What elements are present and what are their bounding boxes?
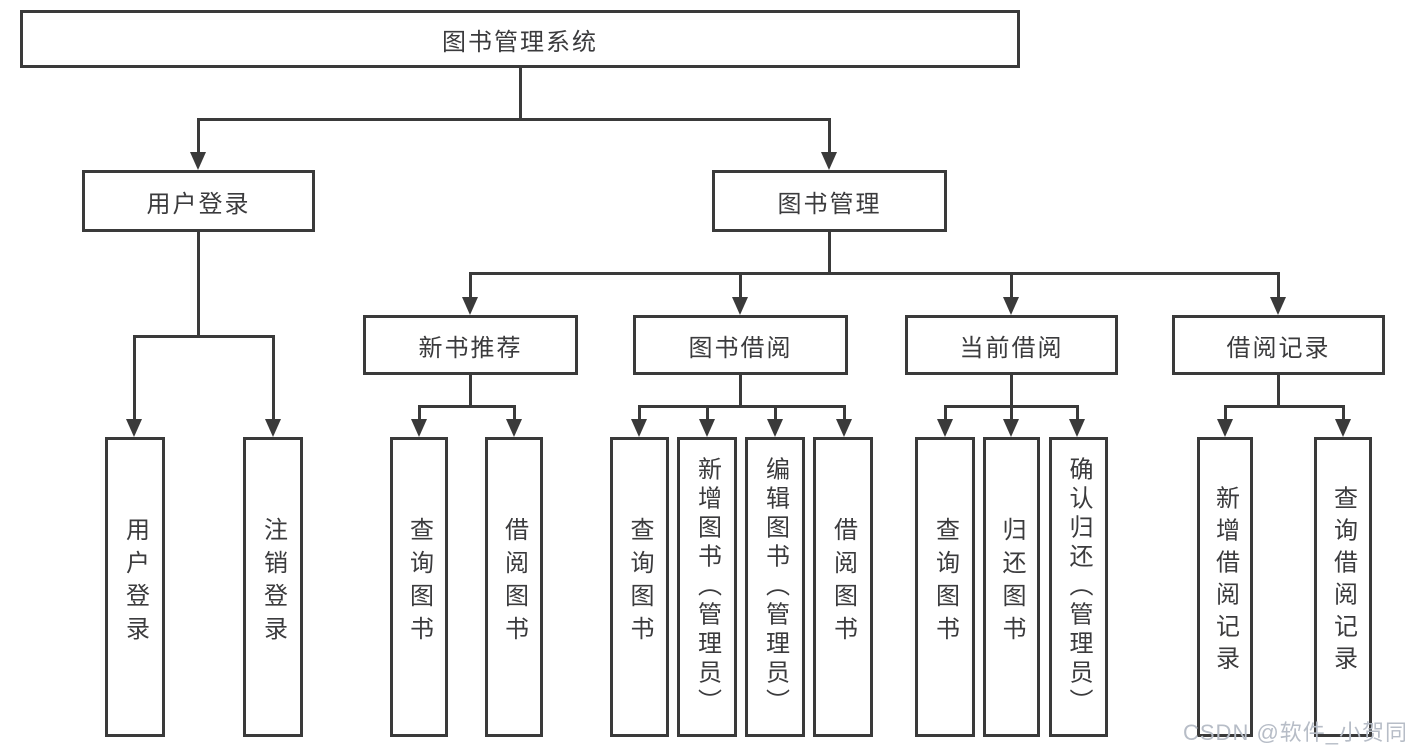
leaf-user-login: 用户登录 — [105, 437, 165, 737]
node-book-borrow: 图书借阅 — [633, 315, 848, 375]
node-book-mgmt: 图书管理 — [712, 170, 947, 232]
leaf-user-login-label: 用户登录 — [121, 517, 149, 650]
connector-to-user-login — [197, 118, 200, 152]
watermark: CSDN @软件_小贺同学 — [1183, 720, 1405, 745]
node-current-borrow: 当前借阅 — [905, 315, 1118, 375]
leaf-current-query-books-label: 查询图书 — [931, 517, 959, 650]
leaf-add-books-admin: 新增图书（管理员） — [677, 437, 737, 737]
connector-book-borrow-stem — [739, 375, 742, 405]
leaf-confirm-return-admin: 确认归还（管理员） — [1049, 437, 1108, 737]
node-borrow-records-label: 借阅记录 — [1226, 334, 1331, 362]
node-new-book-recommend-label: 新书推荐 — [418, 334, 523, 362]
leaf-confirm-return-admin-label: 确认归还（管理员） — [1065, 456, 1092, 718]
connector-to-borrow-records — [1277, 272, 1280, 297]
connector-rr-leaf1 — [1224, 405, 1227, 419]
arrow-cb-leaf1 — [937, 419, 953, 437]
node-current-borrow-label: 当前借阅 — [959, 334, 1064, 362]
connector-new-book-rail — [418, 405, 516, 408]
node-root-label: 图书管理系统 — [442, 28, 598, 56]
leaf-recommend-borrow-books-label: 借阅图书 — [500, 517, 528, 650]
connector-book-mgmt-stem — [828, 232, 831, 272]
connector-rr-leaf2 — [1342, 405, 1345, 419]
leaf-return-books-label: 归还图书 — [998, 517, 1025, 650]
node-user-login-label: 用户登录 — [146, 190, 251, 218]
node-book-mgmt-label: 图书管理 — [777, 190, 882, 218]
node-new-book-recommend: 新书推荐 — [363, 315, 578, 375]
leaf-add-books-admin-label: 新增图书（管理员） — [693, 456, 721, 718]
connector-nb-leaf1 — [418, 405, 421, 419]
leaf-current-query-books: 查询图书 — [915, 437, 975, 737]
arrow-to-book-borrow — [732, 297, 748, 315]
leaf-add-borrow-record-label: 新增借阅记录 — [1211, 485, 1239, 678]
connector-records-stem — [1277, 375, 1280, 405]
arrow-to-current-borrow — [1003, 297, 1019, 315]
connector-root-stem — [519, 68, 522, 118]
leaf-borrow-books: 借阅图书 — [813, 437, 873, 737]
arrow-to-new-book — [462, 297, 478, 315]
arrow-bb-leaf4 — [836, 419, 852, 437]
leaf-logout: 注销登录 — [243, 437, 303, 737]
connector-user-login-stem — [197, 232, 200, 335]
connector-to-book-mgmt — [828, 118, 831, 152]
leaf-return-books: 归还图书 — [983, 437, 1040, 737]
connector-cb-leaf1 — [944, 405, 947, 419]
connector-current-stem — [1010, 375, 1013, 405]
connector-new-book-stem — [469, 375, 472, 405]
connector-user-login-rail — [133, 335, 274, 338]
node-borrow-records: 借阅记录 — [1172, 315, 1385, 375]
connector-bb-leaf2 — [706, 405, 709, 419]
connector-to-current-borrow — [1010, 272, 1013, 297]
connector-to-new-book — [469, 272, 472, 297]
arrow-rr-leaf2 — [1335, 419, 1351, 437]
arrow-nb-leaf1 — [411, 419, 427, 437]
leaf-recommend-borrow-books: 借阅图书 — [485, 437, 543, 737]
leaf-logout-label: 注销登录 — [259, 517, 287, 650]
arrow-bb-leaf2 — [699, 419, 715, 437]
arrow-rr-leaf1 — [1217, 419, 1233, 437]
arrow-to-user-login — [190, 152, 206, 170]
connector-bb-leaf1 — [638, 405, 641, 419]
arrow-to-leaf-user-login — [126, 419, 142, 437]
connector-records-rail — [1224, 405, 1345, 408]
connector-to-leaf-logout — [272, 335, 275, 419]
leaf-borrow-query-books: 查询图书 — [610, 437, 669, 737]
arrow-bb-leaf3 — [767, 419, 783, 437]
leaf-borrow-query-books-label: 查询图书 — [626, 517, 653, 650]
connector-to-book-borrow — [739, 272, 742, 297]
leaf-edit-books-admin: 编辑图书（管理员） — [745, 437, 805, 737]
connector-bb-leaf3 — [774, 405, 777, 419]
leaf-recommend-query-books: 查询图书 — [390, 437, 448, 737]
connector-to-leaf-user-login — [133, 335, 136, 419]
arrow-cb-leaf2 — [1003, 419, 1019, 437]
leaf-add-borrow-record: 新增借阅记录 — [1197, 437, 1253, 737]
leaf-query-borrow-record: 查询借阅记录 — [1314, 437, 1372, 737]
connector-nb-leaf2 — [513, 405, 516, 419]
leaf-recommend-query-books-label: 查询图书 — [405, 517, 433, 650]
connector-cb-leaf3 — [1076, 405, 1079, 419]
node-root: 图书管理系统 — [20, 10, 1020, 68]
connector-root-rail — [197, 118, 831, 121]
arrow-to-leaf-logout — [265, 419, 281, 437]
connector-cb-leaf2 — [1010, 405, 1013, 419]
node-user-login: 用户登录 — [82, 170, 315, 232]
arrow-cb-leaf3 — [1069, 419, 1085, 437]
leaf-edit-books-admin-label: 编辑图书（管理员） — [761, 456, 789, 718]
arrow-nb-leaf2 — [506, 419, 522, 437]
node-book-borrow-label: 图书借阅 — [688, 334, 793, 362]
leaf-query-borrow-record-label: 查询借阅记录 — [1329, 485, 1357, 678]
connector-book-borrow-rail — [638, 405, 846, 408]
leaf-borrow-books-label: 借阅图书 — [829, 517, 857, 650]
arrow-to-borrow-records — [1270, 297, 1286, 315]
connector-bb-leaf4 — [843, 405, 846, 419]
arrow-to-book-mgmt — [821, 152, 837, 170]
connector-book-mgmt-rail — [469, 272, 1280, 275]
arrow-bb-leaf1 — [631, 419, 647, 437]
